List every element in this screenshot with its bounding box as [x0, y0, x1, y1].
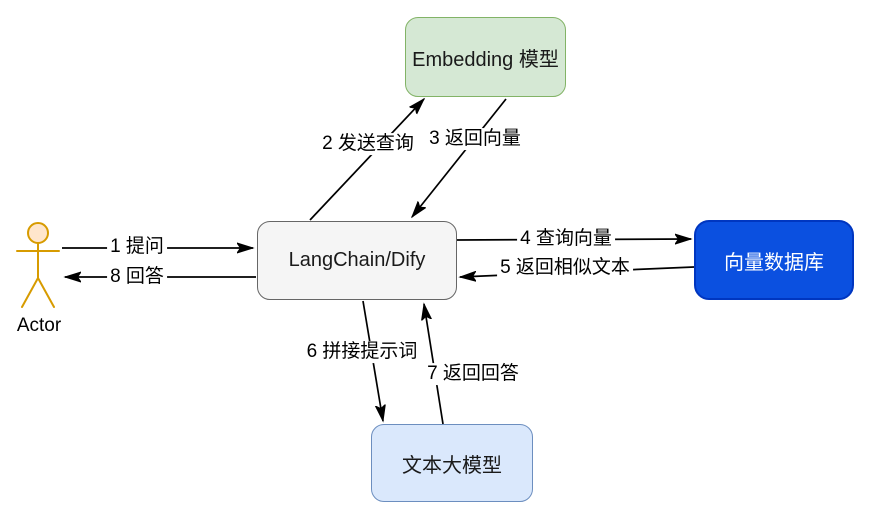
node-langchain-dify: LangChain/Dify: [257, 221, 457, 300]
edge-label-5-return-text: 5 返回相似文本: [497, 257, 633, 279]
node-langchain-dify-label: LangChain/Dify: [288, 249, 426, 271]
edge-2-send-query-line: [309, 99, 424, 221]
node-embedding-model-label: Embedding 模型: [412, 48, 559, 71]
edge-label-2-send-query: 2 发送查询: [319, 133, 417, 155]
edge-3-return-vector-line: [412, 98, 507, 217]
actor-head: [27, 222, 49, 244]
edge-label-7-return-answer: 7 返回回答: [424, 363, 522, 385]
edge-label-3-return-vector: 3 返回向量: [426, 128, 524, 150]
node-vector-database-label: 向量数据库: [724, 251, 824, 274]
edge-label-6-build-prompt: 6 拼接提示词: [303, 341, 421, 363]
edge-label-8-answer: 8 回答: [107, 266, 167, 288]
node-vector-database: 向量数据库: [694, 220, 854, 300]
actor-label: Actor: [16, 315, 62, 336]
actor-figure: [16, 222, 60, 308]
node-text-llm-label: 文本大模型: [402, 454, 502, 477]
actor-body: [16, 242, 60, 308]
node-embedding-model: Embedding 模型: [405, 17, 566, 97]
node-text-llm: 文本大模型: [371, 424, 533, 502]
edge-label-1-ask: 1 提问: [107, 236, 167, 258]
edge-label-4-query-vector: 4 查询向量: [517, 228, 615, 250]
